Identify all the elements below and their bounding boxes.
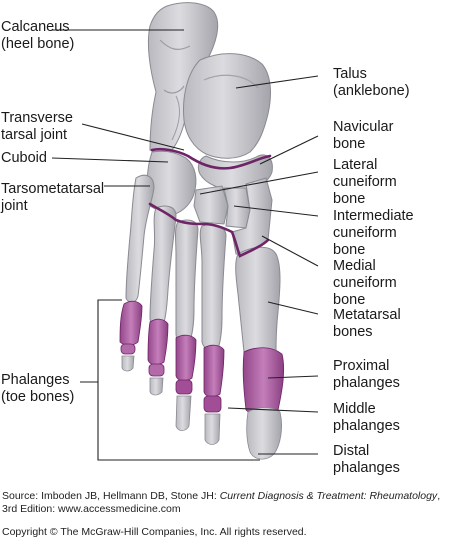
proximal-phalanx-4: [147, 318, 169, 366]
label-talus: Talus(anklebone): [333, 66, 410, 99]
leader-talus: [235, 75, 319, 89]
metatarsal-2: [199, 223, 227, 351]
metatarsal-1: [235, 246, 281, 357]
distal-phalanx-1: [246, 407, 282, 460]
leader-medial-cuneiform: [261, 235, 319, 267]
distal-phalanx-3: [175, 395, 192, 431]
proximal-phalanx-5: [119, 300, 143, 346]
proximal-phalanx-2: [203, 344, 225, 398]
calcaneus-bone: [147, 2, 219, 157]
leader-phalanges-bracket: [97, 299, 260, 461]
metatarsal-3: [175, 219, 199, 343]
label-cuboid: Cuboid: [1, 150, 47, 166]
leader-transverse-tarsal: [81, 123, 185, 151]
metatarsal-4: [149, 205, 177, 326]
middle-phalanx-5: [120, 343, 136, 355]
leader-lateral-cuneiform: [199, 171, 319, 195]
distal-phalanx-4: [149, 377, 164, 396]
leader-proximal: [267, 375, 319, 379]
label-calcaneus: Calcaneus(heel bone): [1, 19, 75, 52]
leader-metatarsal: [267, 301, 319, 315]
proximal-phalanx-3: [175, 334, 197, 382]
talus-bone: [183, 53, 271, 159]
leader-navicular: [259, 135, 319, 165]
leader-intermediate-cuneiform: [233, 205, 319, 217]
copyright-notice: Copyright © The McGraw-Hill Companies, I…: [2, 526, 307, 538]
label-phalanges: Phalanges(toe bones): [1, 372, 75, 405]
distal-phalanx-2: [204, 413, 221, 445]
middle-phalanx-3: [175, 379, 193, 395]
metatarsal-5: [125, 174, 155, 303]
leader-cuboid: [51, 157, 169, 163]
middle-phalanx-4: [148, 363, 165, 377]
distal-phalanx-5: [121, 355, 135, 372]
transverse-tarsal-joint-line: [150, 147, 272, 170]
lateral-cuneiform-bone: [193, 185, 229, 225]
middle-phalanx-2: [203, 395, 222, 413]
tarsometatarsal-joint-line: [148, 202, 270, 258]
proximal-phalanx-1: [242, 347, 285, 415]
leader-middle: [227, 407, 319, 413]
intermediate-cuneiform-bone: [223, 187, 251, 229]
source-citation: Source: Imboden JB, Hellmann DB, Stone J…: [2, 490, 441, 515]
